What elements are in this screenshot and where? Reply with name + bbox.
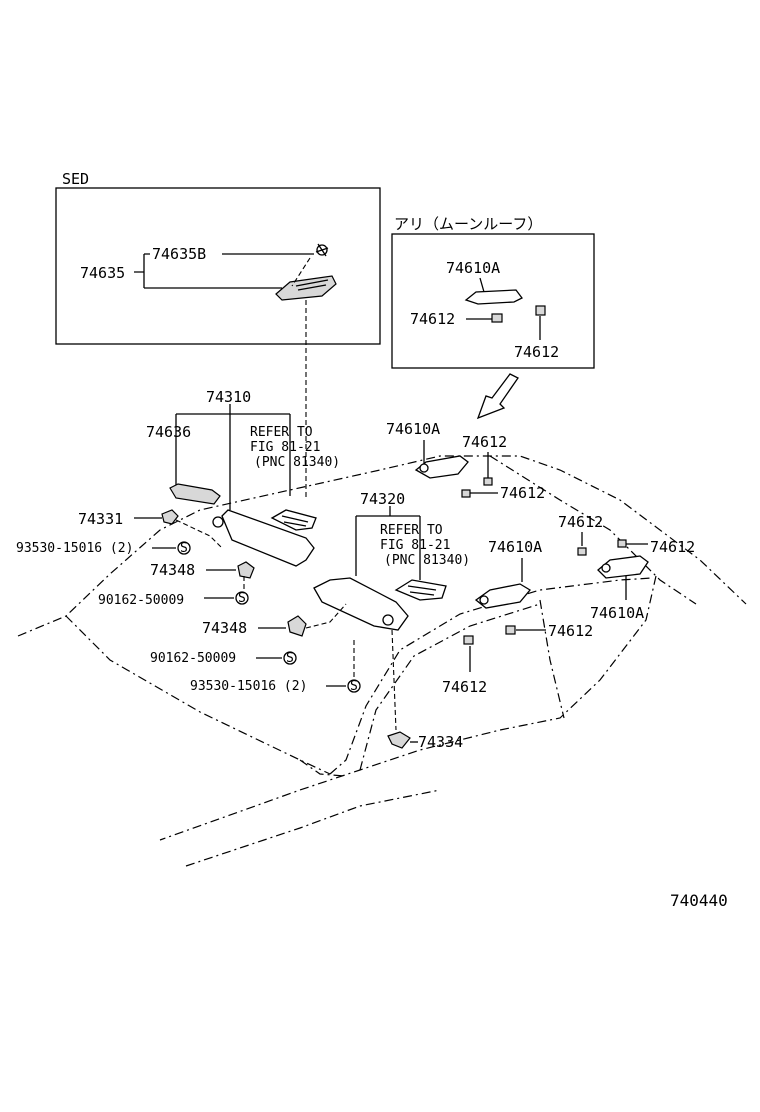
- refer-1-line-b: FIG 81-21: [250, 440, 320, 455]
- label-74610a-box: 74610A: [446, 259, 500, 277]
- part-74348-a: [237, 561, 255, 579]
- s-symbol-90162-a: S: [238, 591, 246, 606]
- bracket-74310: [175, 404, 291, 510]
- label-74635: 74635: [80, 264, 125, 282]
- part-74348-b: [287, 615, 307, 637]
- screw-symbol-90162-b: S: [283, 651, 297, 666]
- cap-74612-6: [617, 539, 627, 548]
- label-74612-4: 74612: [442, 678, 487, 696]
- visor-holder-74636: [169, 483, 221, 505]
- cap-part-box-b: [535, 305, 546, 316]
- diagram-code: 740440: [670, 891, 728, 910]
- refer-1-line-c: (PNC 81340): [254, 455, 340, 470]
- dashed-line-lamp: [291, 257, 311, 287]
- screw-symbol-90162-a: S: [235, 591, 249, 606]
- vanity-lamp-part: [275, 275, 337, 301]
- label-74348-b: 74348: [202, 619, 247, 637]
- cap-74612-2: [461, 489, 471, 498]
- assist-grip-1: [414, 455, 469, 479]
- part-74331: [161, 509, 179, 525]
- label-90162-a: 90162-50009: [98, 593, 184, 608]
- s-symbol-93530-b: S: [350, 679, 358, 694]
- label-74612-2: 74612: [500, 484, 545, 502]
- label-74610a-3: 74610A: [590, 604, 644, 622]
- cap-74612-4: [463, 635, 474, 645]
- refer-1-line-a: REFER TO: [250, 425, 313, 440]
- sunvisor-left: [212, 509, 317, 567]
- screw-symbol-93530-a: S: [177, 541, 191, 556]
- assist-grip-3: [597, 555, 649, 579]
- label-74334: 74334: [418, 733, 463, 751]
- cap-part-box-a: [491, 313, 503, 323]
- refer-2-line-a: REFER TO: [380, 523, 443, 538]
- label-74612-box-a: 74612: [410, 310, 455, 328]
- label-74331: 74331: [78, 510, 123, 528]
- assist-grip-moonroof: [464, 289, 523, 305]
- label-sed: SED: [62, 170, 89, 188]
- part-74334: [387, 731, 411, 749]
- label-ari: アリ（ムーンルーフ）: [394, 215, 542, 233]
- bracket-74320: [355, 506, 421, 580]
- refer-note-2: REFER TO FIG 81-21 (PNC 81340): [380, 523, 470, 568]
- sunvisor-right: [313, 577, 447, 631]
- label-74610a-2: 74610A: [488, 538, 542, 556]
- label-74612-6: 74612: [650, 538, 695, 556]
- refer-2-line-b: FIG 81-21: [380, 538, 450, 553]
- dashed-74348-b: [305, 603, 347, 629]
- cap-74612-3: [505, 625, 516, 635]
- cap-74612-5: [577, 547, 587, 556]
- refer-2-line-c: (PNC 81340): [384, 553, 470, 568]
- label-74612-box-b: 74612: [514, 343, 559, 361]
- label-74612-1: 74612: [462, 433, 507, 451]
- leader-74635: [134, 253, 282, 289]
- screw-symbol-93530-b: S: [347, 679, 361, 694]
- dashed-74334: [391, 629, 397, 731]
- label-74320: 74320: [360, 490, 405, 508]
- screw-part: [315, 243, 329, 257]
- label-74636: 74636: [146, 423, 191, 441]
- s-symbol-90162-b: S: [286, 651, 294, 666]
- label-74310: 74310: [206, 388, 251, 406]
- label-93530-b: 93530-15016 (2): [190, 679, 307, 694]
- sed-inset-box: [55, 187, 381, 345]
- cap-74612-1: [483, 477, 493, 486]
- arrow-moonroof: [476, 373, 519, 420]
- label-74348-a: 74348: [150, 561, 195, 579]
- refer-note-1: REFER TO FIG 81-21 (PNC 81340): [250, 425, 340, 470]
- label-74612-5: 74612: [558, 513, 603, 531]
- label-93530-a: 93530-15016 (2): [16, 541, 133, 556]
- moonroof-inset-box: [391, 233, 595, 369]
- vehicle-outline: [17, 455, 747, 867]
- assist-grip-2: [474, 583, 531, 609]
- label-74635b: 74635B: [152, 245, 206, 263]
- label-74612-3: 74612: [548, 622, 593, 640]
- leader-74610a-box: [479, 277, 485, 293]
- label-74610a-1: 74610A: [386, 420, 440, 438]
- label-90162-b: 90162-50009: [150, 651, 236, 666]
- dashed-74331: [175, 519, 223, 549]
- s-symbol-93530-a: S: [180, 541, 188, 556]
